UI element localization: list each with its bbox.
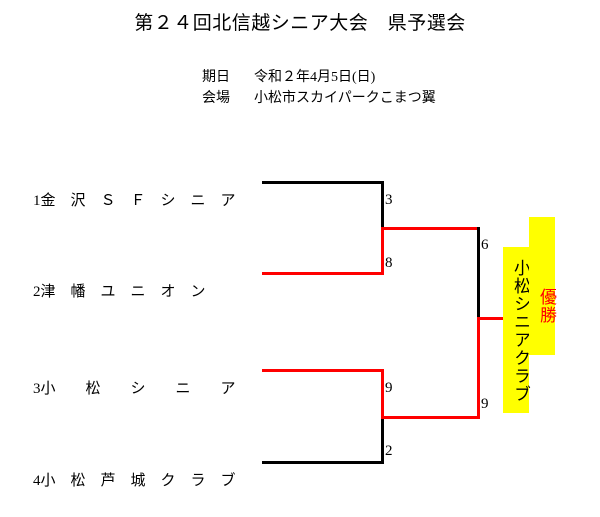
team-name-2: 津 幡 ユ ニ オ ン xyxy=(40,284,206,300)
team-name-1: 金 沢 Ｓ Ｆ シ ニ ア xyxy=(40,193,236,209)
bracket-line-team3 xyxy=(262,369,384,372)
bracket-joiner-semi1-top xyxy=(381,181,384,227)
team-seed-3: 3 xyxy=(33,381,41,397)
bracket-joiner-semi2-top xyxy=(381,369,384,416)
team-name-3: 小 松 シ ニ ア xyxy=(40,381,236,397)
team-seed-2: 2 xyxy=(33,284,41,300)
bracket-line-semi1-winner xyxy=(381,227,480,230)
bracket-line-champion-stem xyxy=(477,317,505,320)
bracket-line-team4 xyxy=(262,461,384,464)
score-semi1-top: 3 xyxy=(385,192,393,208)
score-semi2-bottom: 2 xyxy=(385,443,393,459)
event-date-row: 期日 令和２年4月5日(日) xyxy=(188,50,375,102)
team-entry-3: 3小 松 シ ニ ア xyxy=(18,360,241,415)
bracket-joiner-semi1-bottom xyxy=(381,227,384,275)
bracket-joiner-semi2-bottom xyxy=(381,416,384,464)
bracket-line-semi2-winner xyxy=(381,416,480,419)
team-name-4: 小 松 芦 城 ク ラ ブ xyxy=(40,473,236,489)
event-venue-label: 会場 xyxy=(202,91,230,106)
score-semi2-top: 9 xyxy=(385,380,393,396)
champion-name: 小松シニアクラブ xyxy=(503,247,530,413)
page-title: 第２４回北信越シニア大会 県予選会 xyxy=(134,13,466,34)
score-semi1-bottom: 8 xyxy=(385,255,393,271)
champion-badge: 優勝 xyxy=(529,217,556,355)
team-seed-4: 4 xyxy=(33,473,41,489)
team-entry-2: 2津 幡 ユ ニ オ ン xyxy=(18,263,241,318)
score-final-top: 6 xyxy=(481,237,489,253)
event-date-value: 令和２年4月5日(日) xyxy=(254,70,376,85)
event-venue-row: 会場 小松市スカイパークこまつ翼 xyxy=(188,71,436,123)
event-date-label: 期日 xyxy=(202,70,230,85)
team-entry-1: 1金 沢 Ｓ Ｆ シ ニ ア xyxy=(18,172,241,227)
score-final-bottom: 9 xyxy=(481,396,489,412)
bracket-joiner-final-bottom xyxy=(477,317,480,419)
team-entry-4: 4小 松 芦 城 ク ラ ブ xyxy=(18,452,241,507)
bracket-line-team2 xyxy=(262,272,384,275)
team-seed-1: 1 xyxy=(33,193,41,209)
bracket-joiner-final-top xyxy=(477,227,480,317)
event-venue-value: 小松市スカイパークこまつ翼 xyxy=(254,91,436,106)
bracket-line-team1 xyxy=(262,181,384,184)
